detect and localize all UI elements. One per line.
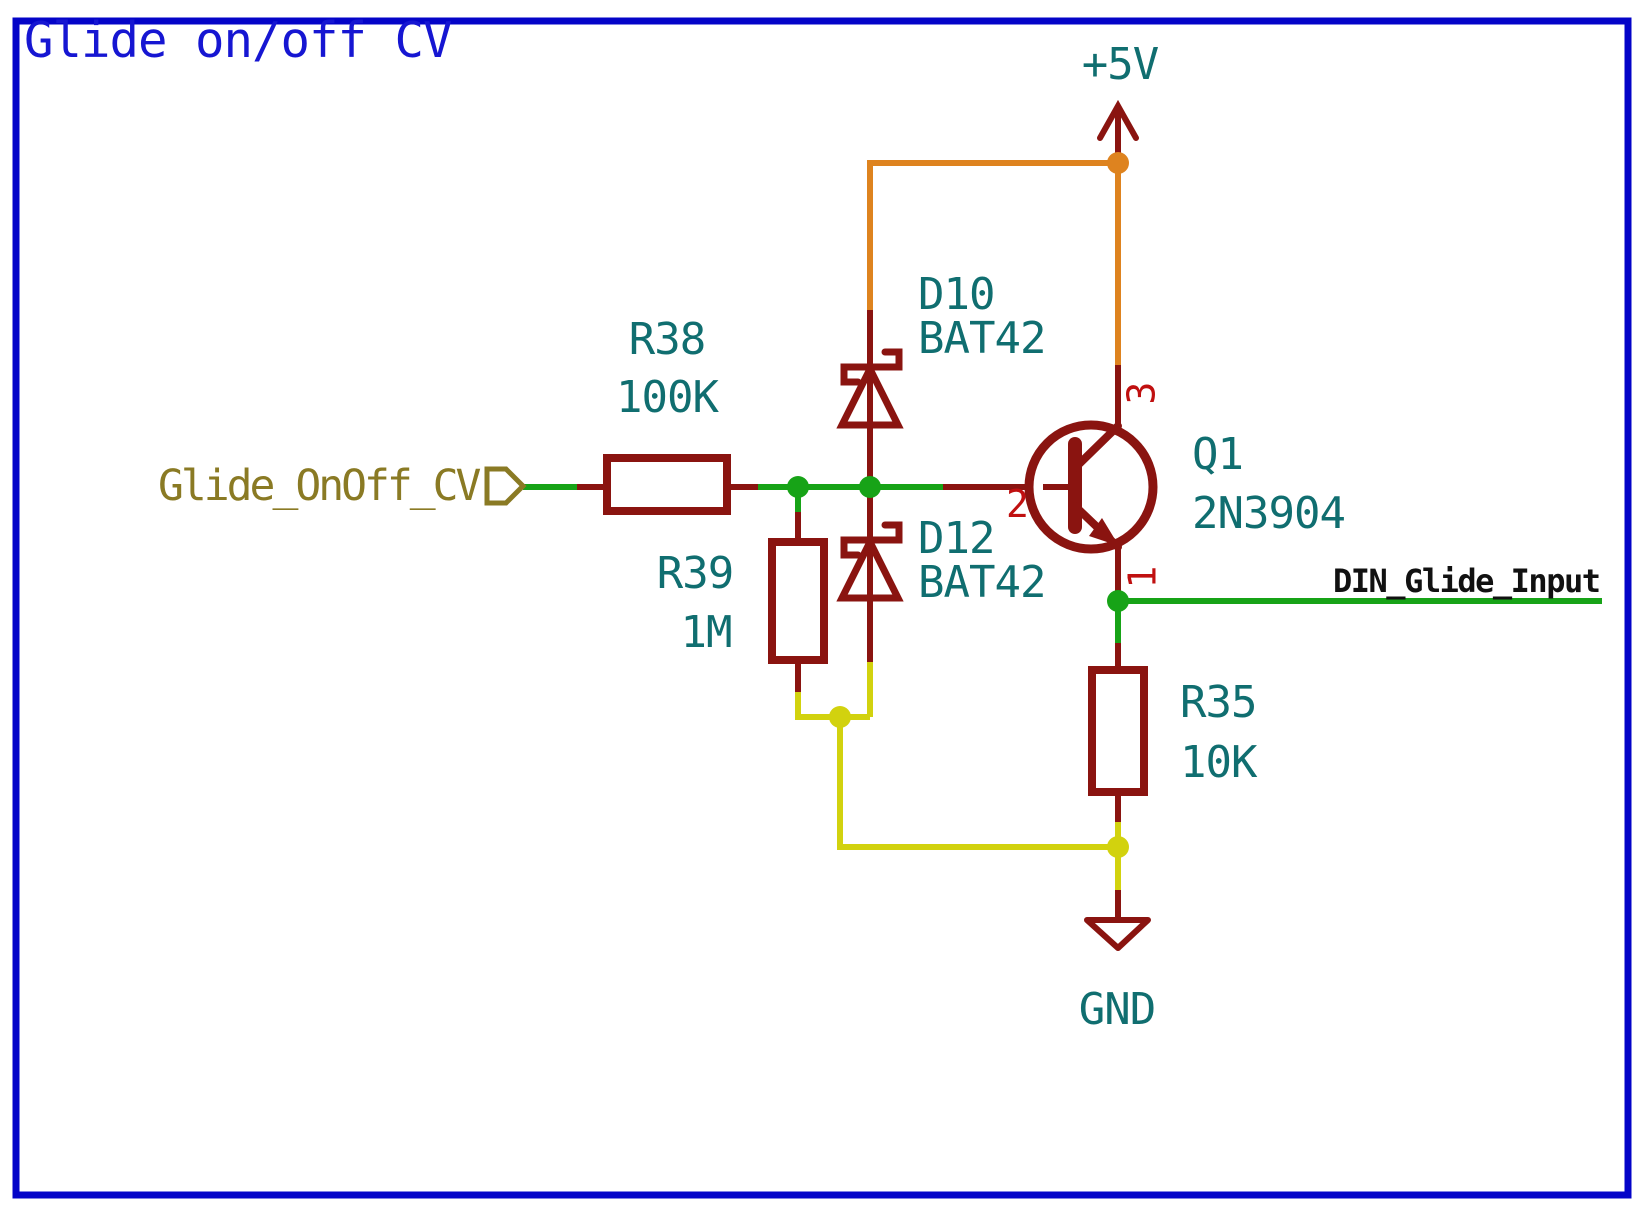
gnd-label: GND [1079,984,1155,1035]
r35-body [1088,666,1148,796]
d10-value: BAT42 [918,313,1045,364]
junction-gnd-r35 [1107,836,1129,858]
vcc-label: +5V [1082,39,1159,90]
r39-body [768,538,828,664]
d12-schottky-bar [840,521,903,559]
junction-base-diodes [859,476,881,498]
d10-triangle [836,361,904,429]
r38-value: 100K [616,372,719,423]
transistor-q1-symbol [1024,420,1158,554]
junctions [787,152,1129,858]
q1-pin-number-base: 2 [1006,482,1029,526]
junction-gnd-u [829,706,851,728]
vcc-power-symbol [1097,99,1139,141]
resistor-r35-symbol [1088,666,1148,796]
gnd-triangle [1084,917,1151,951]
junction-emitter [1107,590,1129,612]
resistor-r39-symbol [768,538,828,664]
r39-value: 1M [681,607,732,658]
wire-gnd-run [837,717,1118,850]
d10-schottky-bar [840,348,903,386]
hierarchical-label-glide-onoff-cv: Glide_OnOff_CV [158,461,481,511]
junction-5v [1107,152,1129,174]
r35-value: 10K [1180,737,1258,788]
r39-reference: R39 [657,548,733,599]
d10-reference: D10 [918,269,994,320]
r38-body [603,454,731,515]
junction-base-r39 [787,476,809,498]
diode-d10-symbol [836,348,904,429]
sheet-border [12,17,1632,1199]
d12-reference: D12 [918,513,994,564]
pins [577,106,1121,919]
wire-5v-rail [867,160,1118,310]
diode-d12-symbol [836,521,904,602]
d12-value: BAT42 [918,557,1045,608]
q1-pin-number-collector: 3 [1119,382,1163,405]
gnd-power-symbol [1084,917,1151,951]
vcc-arrow [1097,99,1139,141]
net-label-din-glide-input: DIN_Glide_Input [1333,562,1599,600]
q1-body-circle [1024,420,1158,554]
r35-reference: R35 [1180,677,1256,728]
q1-value: 2N3904 [1192,488,1345,539]
r38-reference: R38 [629,314,705,365]
d12-triangle [836,534,904,602]
q1-reference: Q1 [1192,429,1243,480]
resistor-r38-symbol [603,454,731,515]
q1-collector-line [1071,422,1122,472]
q1-emitter-arrow [1089,518,1119,546]
hierarchical-label-arrow [484,466,527,506]
q1-pin-number-emitter: 1 [1120,566,1164,589]
q1-base-bar [1068,437,1082,534]
sheet-title: Glide on/off CV [24,12,452,69]
